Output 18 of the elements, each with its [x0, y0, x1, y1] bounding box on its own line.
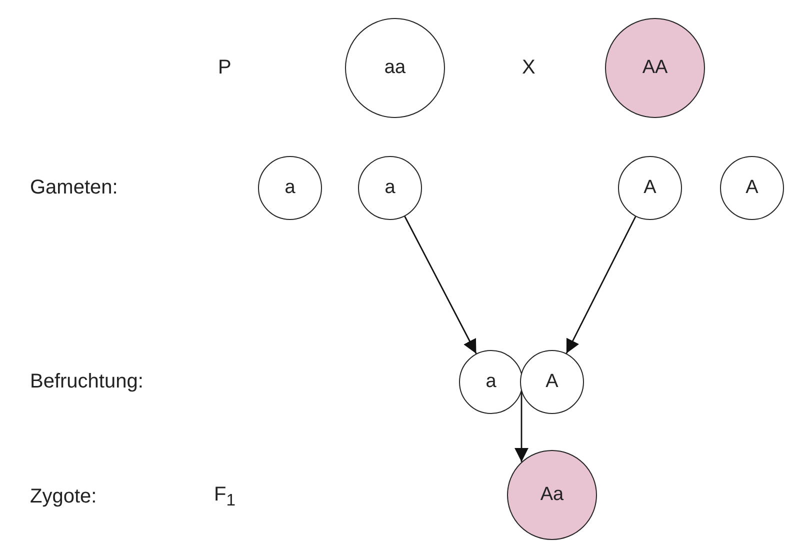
allele-label: aa — [384, 57, 406, 79]
allele-label: A — [644, 177, 656, 199]
row-label: F$_{1}$ — [214, 484, 236, 510]
allele-label: a — [384, 177, 396, 199]
row-label: P — [218, 56, 232, 80]
arrow — [514, 392, 528, 462]
allele-label: AA — [642, 57, 668, 79]
allele-label: Aa — [540, 484, 564, 506]
allele-label: a — [284, 177, 296, 199]
cross-symbol: X — [522, 56, 536, 80]
row-label: Zygote: — [30, 486, 97, 508]
allele-label: A — [746, 177, 758, 199]
arrow — [566, 216, 636, 354]
row-label: Gameten: — [30, 176, 118, 200]
row-label: Befruchtung: — [30, 370, 144, 394]
allele-label: A — [546, 371, 558, 393]
arrow — [404, 216, 477, 354]
allele-label: a — [486, 371, 496, 393]
